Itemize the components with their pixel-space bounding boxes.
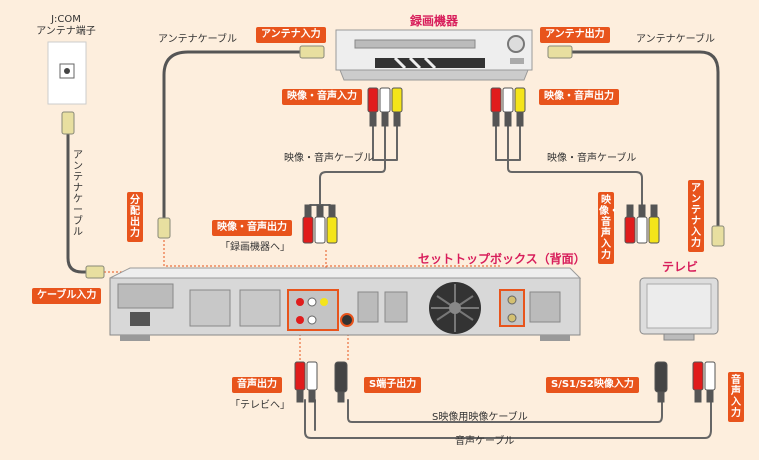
tag-s-terminal-out: S端子出力 — [364, 377, 422, 393]
antenna-cable-wall — [66, 133, 92, 274]
tag-av-in-tv: 映像・音声入力 — [598, 192, 619, 264]
tag-s-video-in: S/S1/S2映像入力 — [546, 377, 639, 393]
wall-outlet-label: J:COM アンテナ端子 — [30, 14, 102, 38]
tag-av-in: 映像・音声入力 — [282, 89, 362, 105]
antenna-cable-right — [570, 50, 720, 230]
tag-audio-out: 音声出力 — [232, 377, 282, 393]
tv-device — [639, 277, 719, 341]
antenna-cable-left — [162, 50, 302, 232]
antenna-cable-label-vertical: アンテナケーブル — [73, 150, 83, 238]
recorder-device — [335, 29, 533, 81]
wall-outlet-label-line2: アンテナ端子 — [36, 26, 96, 37]
tag-av-out-recorder: 映像・音声出力 — [539, 89, 619, 105]
tag-splitter-out: 分配出力 — [127, 192, 143, 242]
antenna-cable-label-left: アンテナケーブル — [158, 34, 237, 45]
antenna-cable-label-right: アンテナケーブル — [636, 34, 715, 45]
av-cable-label-left: 映像・音声ケーブル — [284, 153, 374, 164]
tag-antenna-out: アンテナ出力 — [540, 27, 610, 43]
tag-cable-in: ケーブル入力 — [32, 288, 102, 304]
tag-audio-in: 音声入力 — [728, 372, 744, 422]
stb-title: セットトップボックス（背面） — [418, 252, 586, 266]
recorder-title: 録画機器 — [410, 14, 459, 28]
tag-antenna-in-tv: アンテナ入力 — [688, 180, 704, 252]
tv-title: テレビ — [662, 260, 699, 274]
tag-av-out: 映像・音声出力 — [212, 220, 292, 236]
to-tv-label: 「テレビへ」 — [230, 400, 290, 411]
s-video-cable-label: S映像用映像ケーブル — [432, 412, 528, 423]
av-cable-label-right: 映像・音声ケーブル — [547, 153, 637, 164]
to-recorder-label: 「録画機器へ」 — [220, 242, 290, 253]
stb-device — [109, 267, 582, 341]
tag-antenna-in: アンテナ入力 — [256, 27, 326, 43]
audio-cable-label: 音声ケーブル — [455, 436, 515, 447]
wall-outlet-label-line1: J:COM — [51, 14, 81, 25]
